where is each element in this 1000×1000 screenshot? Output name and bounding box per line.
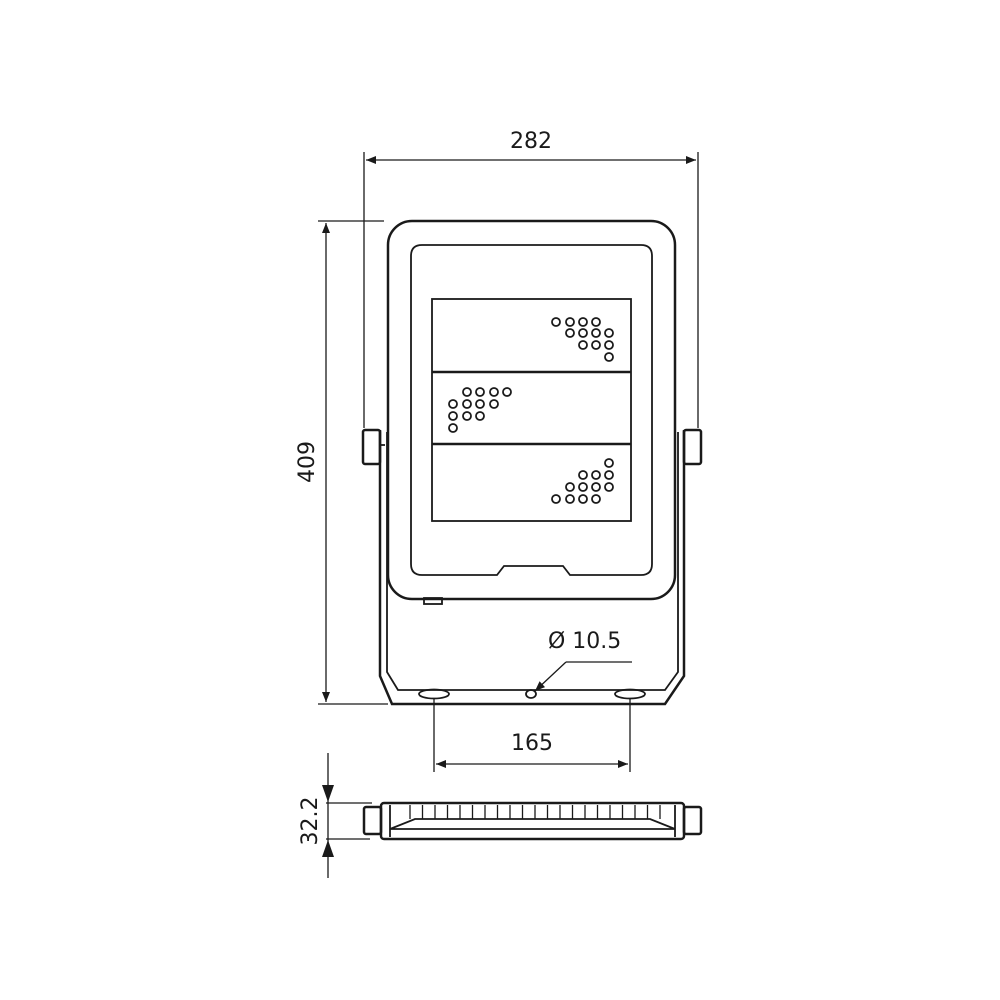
led-dot bbox=[591, 317, 601, 327]
led-dot bbox=[551, 494, 561, 504]
led-dot bbox=[565, 494, 575, 504]
hole-diameter-label: Ø 10.5 bbox=[548, 629, 621, 654]
hole-spacing-label: 165 bbox=[511, 731, 553, 756]
led-dot bbox=[578, 482, 588, 492]
led-dot bbox=[448, 423, 458, 433]
depth-dimension: 32.2 bbox=[298, 753, 372, 878]
cooling-fins bbox=[409, 805, 661, 819]
led-dot bbox=[591, 328, 601, 338]
led-dot bbox=[551, 317, 561, 327]
led-dot bbox=[578, 317, 588, 327]
floodlight-front-view bbox=[361, 219, 703, 706]
floodlight-side-view bbox=[362, 801, 703, 841]
led-dot bbox=[578, 328, 588, 338]
led-dot bbox=[604, 340, 614, 350]
led-dot bbox=[604, 482, 614, 492]
depth-label: 32.2 bbox=[298, 797, 323, 846]
led-dot bbox=[578, 470, 588, 480]
led-dot bbox=[475, 399, 485, 409]
led-dot bbox=[578, 340, 588, 350]
led-dot bbox=[448, 399, 458, 409]
height-label: 409 bbox=[295, 441, 320, 483]
led-dot bbox=[448, 411, 458, 421]
led-dot bbox=[565, 328, 575, 338]
width-dimension: 282 bbox=[363, 129, 699, 428]
led-dot bbox=[489, 399, 499, 409]
led-dot bbox=[591, 494, 601, 504]
led-dot bbox=[462, 387, 472, 397]
led-dot bbox=[604, 458, 614, 468]
center-hole bbox=[525, 689, 537, 699]
led-dot bbox=[604, 470, 614, 480]
led-dot bbox=[591, 340, 601, 350]
led-dot bbox=[489, 387, 499, 397]
width-label: 282 bbox=[510, 129, 552, 154]
led-dot bbox=[475, 411, 485, 421]
led-dot bbox=[578, 494, 588, 504]
led-dot bbox=[462, 411, 472, 421]
led-dot bbox=[502, 387, 512, 397]
led-dot bbox=[591, 470, 601, 480]
led-dot bbox=[591, 482, 601, 492]
led-dot bbox=[475, 387, 485, 397]
led-array bbox=[448, 317, 614, 504]
led-dot bbox=[462, 399, 472, 409]
mounting-slot-left bbox=[418, 688, 450, 700]
led-dot bbox=[565, 317, 575, 327]
hole-spacing-dimension: 165 bbox=[433, 699, 631, 772]
mounting-slot-right bbox=[614, 688, 646, 700]
led-dot bbox=[565, 482, 575, 492]
led-dot bbox=[604, 328, 614, 338]
led-dot bbox=[604, 352, 614, 362]
hole-diameter-callout: Ø 10.5 bbox=[534, 629, 632, 692]
height-dimension: 409 bbox=[295, 220, 388, 705]
